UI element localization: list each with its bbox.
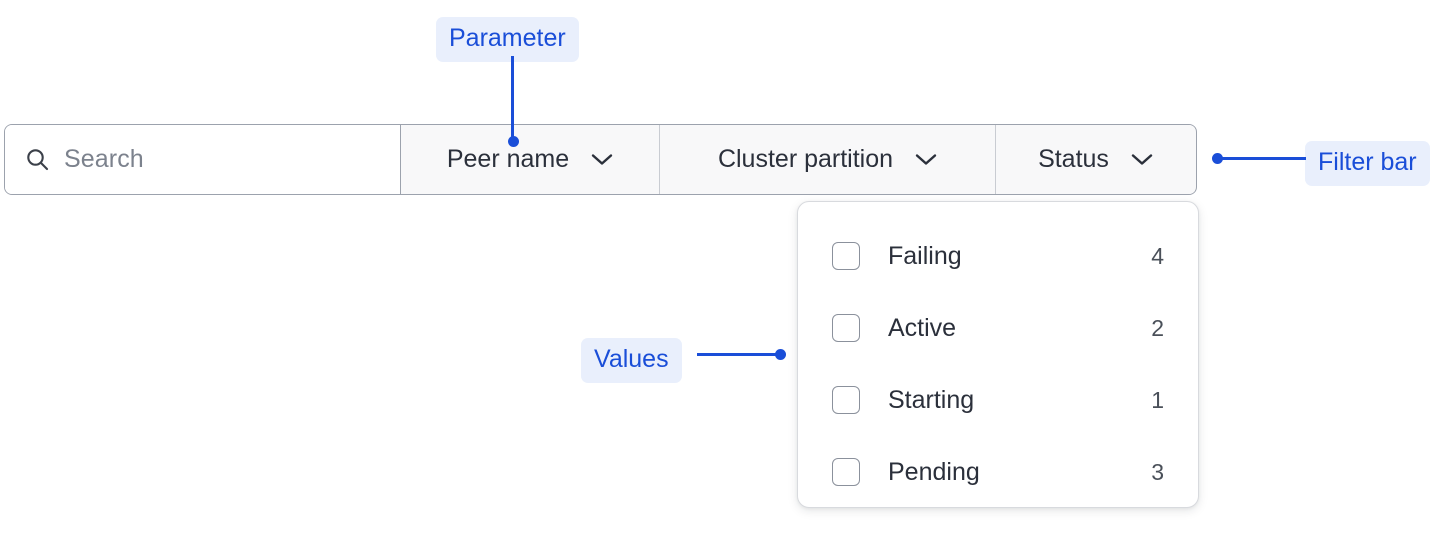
annotation-filter-bar: Filter bar: [1305, 141, 1430, 186]
annotation-leader-line-parameter: [511, 56, 514, 142]
list-item-count: 1: [1151, 386, 1164, 413]
chevron-down-icon: [1131, 153, 1153, 166]
chevron-down-icon: [591, 153, 613, 166]
list-item-count: 3: [1151, 458, 1164, 485]
filter-dropdown-peer-name-label: Peer name: [446, 145, 570, 173]
chevron-down-icon: [915, 153, 937, 166]
filter-dropdown-status-label: Status: [1038, 145, 1109, 173]
list-item-count: 2: [1151, 314, 1164, 341]
list-item-label: Active: [888, 313, 957, 342]
list-item[interactable]: Failing 4: [798, 220, 1198, 292]
search-icon: [25, 147, 50, 172]
list-item[interactable]: Pending 3: [798, 436, 1198, 508]
annotation-anchor-dot-filter-bar: [1212, 153, 1223, 164]
checkbox-pending[interactable]: [832, 458, 860, 486]
list-item[interactable]: Active 2: [798, 292, 1198, 364]
search-placeholder: Search: [64, 145, 144, 173]
status-filter-options-panel: Failing 4 Active 2 Starting 1 Pending 3: [797, 201, 1199, 508]
filter-dropdown-status[interactable]: Status: [996, 125, 1195, 194]
checkbox-active[interactable]: [832, 314, 860, 342]
filter-dropdown-peer-name[interactable]: Peer name: [401, 125, 660, 194]
filter-dropdown-cluster-partition-label: Cluster partition: [717, 145, 894, 173]
annotation-leader-line-filter-bar: [1221, 157, 1306, 160]
search-input[interactable]: Search: [5, 125, 401, 194]
annotation-anchor-dot-values: [775, 349, 786, 360]
list-item-count: 4: [1151, 242, 1164, 269]
annotation-anchor-dot-parameter: [508, 136, 519, 147]
list-item[interactable]: Starting 1: [798, 364, 1198, 436]
annotation-leader-line-values: [697, 353, 781, 356]
list-item-label: Pending: [888, 457, 980, 486]
annotation-values: Values: [581, 338, 682, 383]
filter-dropdown-cluster-partition[interactable]: Cluster partition: [660, 125, 996, 194]
list-item-label: Starting: [888, 385, 975, 414]
list-item-label: Failing: [888, 241, 962, 270]
annotation-parameter: Parameter: [436, 17, 579, 62]
filter-bar: Search Peer name Cluster partition Statu…: [4, 124, 1197, 195]
checkbox-failing[interactable]: [832, 242, 860, 270]
checkbox-starting[interactable]: [832, 386, 860, 414]
